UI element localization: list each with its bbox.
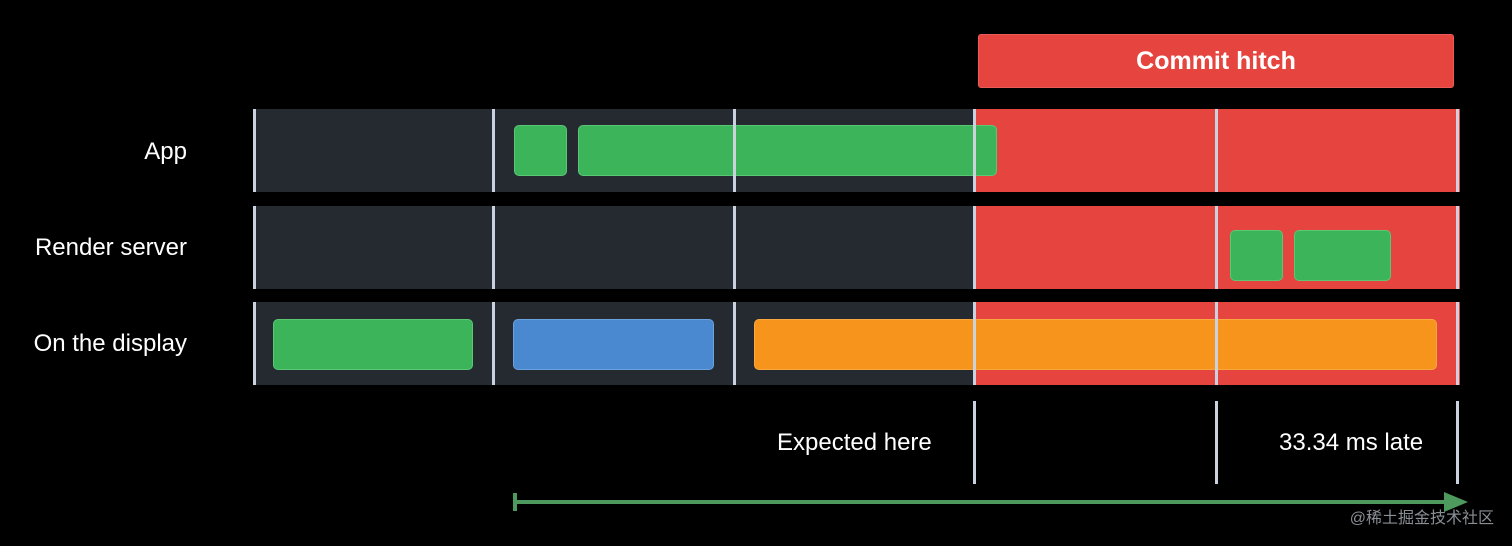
lane-gap-1 — [240, 192, 1470, 206]
display-frame-orange — [754, 319, 1437, 370]
lane-render-normal-region — [254, 206, 976, 289]
row-label-app: App — [144, 138, 187, 165]
lane-app — [254, 109, 1460, 192]
row-label-render-server: Render server — [34, 234, 187, 261]
commit-hitch-label: Commit hitch — [1136, 46, 1296, 75]
vsync-line-2 — [492, 109, 495, 386]
late-label: 33.34 ms late — [1279, 429, 1424, 456]
display-frame-green — [273, 319, 473, 370]
lane-gap-2 — [240, 289, 1470, 302]
lane-app-hitch-region — [976, 109, 1460, 192]
lane-display — [254, 302, 1460, 385]
render-frame-long — [1294, 230, 1391, 281]
display-frame-blue — [513, 319, 714, 370]
latency-arrow — [513, 492, 1468, 512]
row-label-display: On the display — [33, 330, 187, 357]
watermark: @稀土掘金技术社区 — [1349, 510, 1494, 527]
expected-here-label: Expected here — [777, 429, 932, 456]
lane-gap-3 — [240, 385, 1470, 401]
lane-render-server — [254, 206, 1460, 289]
app-frame-short — [514, 125, 567, 176]
app-frame-long — [578, 125, 997, 176]
vsync-line-1 — [253, 109, 256, 386]
commit-hitch-banner: Commit hitch — [978, 34, 1454, 88]
render-frame-short — [1230, 230, 1283, 281]
vsync-line-3 — [733, 109, 736, 386]
